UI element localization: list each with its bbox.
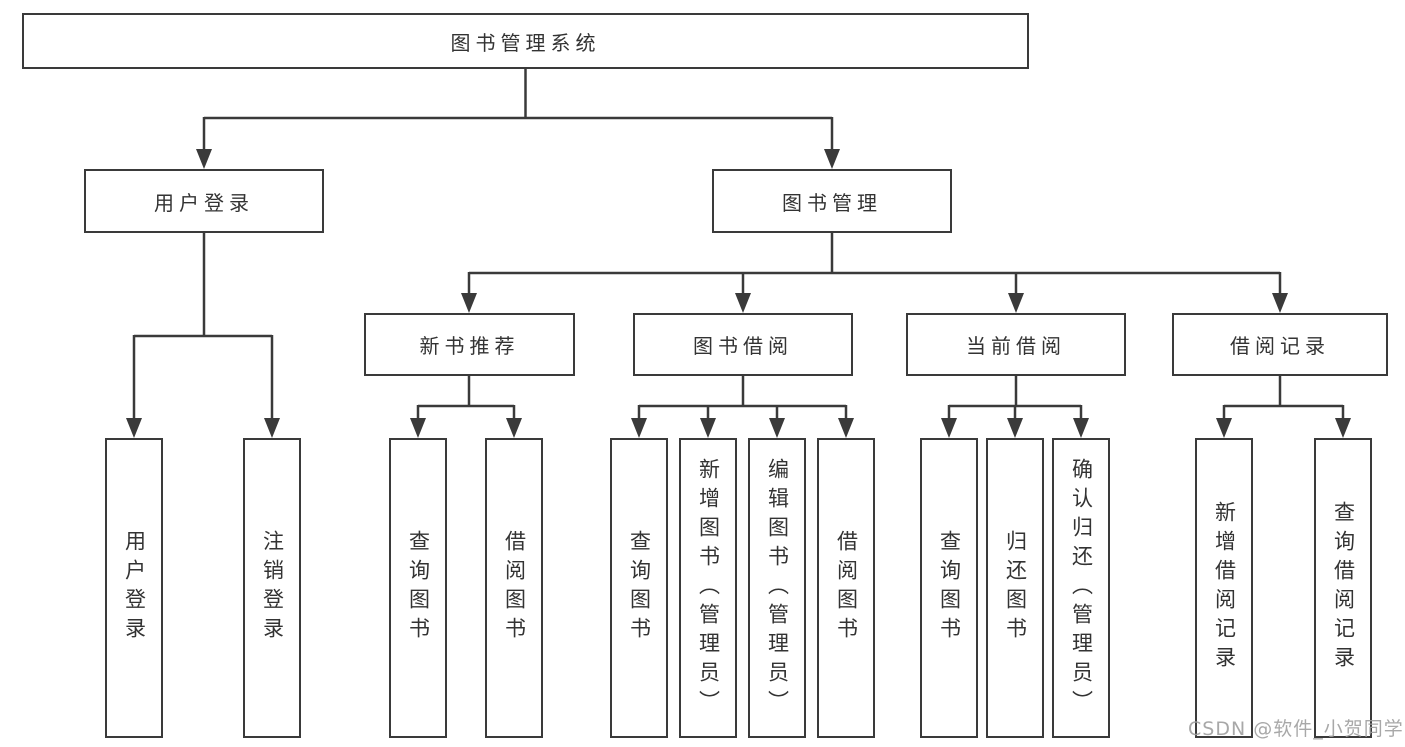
leaf-query-books-current-label: 查询图书	[937, 530, 962, 646]
node-current-borrowing-label: 当前借阅	[966, 334, 1066, 358]
leaf-add-borrow-record-label: 新增借阅记录	[1212, 501, 1237, 675]
leaf-logout-label: 注销登录	[260, 530, 285, 646]
leaf-query-books-recommend: 查询图书	[389, 438, 447, 738]
node-book-borrowing: 图书借阅	[633, 313, 853, 376]
node-book-borrowing-label: 图书借阅	[693, 334, 793, 358]
leaf-borrow-books-borrowing: 借阅图书	[817, 438, 875, 738]
leaf-add-books-admin: 新增图书（管理员）	[679, 438, 737, 738]
arrowheads	[126, 149, 1351, 438]
leaf-return-books-label: 归还图书	[1003, 530, 1028, 646]
node-root-label: 图书管理系统	[450, 30, 601, 55]
leaf-add-books-admin-label: 新增图书（管理员）	[696, 457, 721, 719]
leaf-edit-books-admin-label: 编辑图书（管理员）	[765, 457, 790, 719]
leaf-query-borrow-record: 查询借阅记录	[1314, 438, 1372, 738]
leaf-query-books-borrowing: 查询图书	[610, 438, 668, 738]
node-new-book-recommend: 新书推荐	[364, 313, 575, 376]
csdn-watermark: CSDN @软件_小贺同学	[1188, 718, 1404, 740]
leaf-user-login: 用户登录	[105, 438, 163, 738]
leaf-confirm-return-admin-label: 确认归还（管理员）	[1069, 457, 1094, 719]
leaf-borrow-books-recommend-label: 借阅图书	[502, 530, 527, 646]
node-current-borrowing: 当前借阅	[906, 313, 1126, 376]
node-book-management: 图书管理	[712, 169, 952, 233]
node-book-management-label: 图书管理	[782, 190, 882, 215]
node-root: 图书管理系统	[22, 13, 1029, 69]
leaf-query-borrow-record-label: 查询借阅记录	[1331, 501, 1356, 675]
leaf-logout: 注销登录	[243, 438, 301, 738]
node-user-login: 用户登录	[84, 169, 324, 233]
leaf-edit-books-admin: 编辑图书（管理员）	[748, 438, 806, 738]
leaf-borrow-books-borrowing-label: 借阅图书	[834, 530, 859, 646]
node-borrowing-records: 借阅记录	[1172, 313, 1388, 376]
node-borrowing-records-label: 借阅记录	[1230, 334, 1330, 358]
leaf-query-books-current: 查询图书	[920, 438, 978, 738]
leaf-user-login-label: 用户登录	[122, 530, 147, 646]
node-new-book-recommend-label: 新书推荐	[419, 334, 520, 358]
leaf-query-books-recommend-label: 查询图书	[406, 530, 431, 646]
node-user-login-label: 用户登录	[154, 190, 254, 215]
leaf-confirm-return-admin: 确认归还（管理员）	[1052, 438, 1110, 738]
leaf-return-books: 归还图书	[986, 438, 1044, 738]
leaf-add-borrow-record: 新增借阅记录	[1195, 438, 1253, 738]
leaf-query-books-borrowing-label: 查询图书	[627, 530, 652, 646]
leaf-borrow-books-recommend: 借阅图书	[485, 438, 543, 738]
